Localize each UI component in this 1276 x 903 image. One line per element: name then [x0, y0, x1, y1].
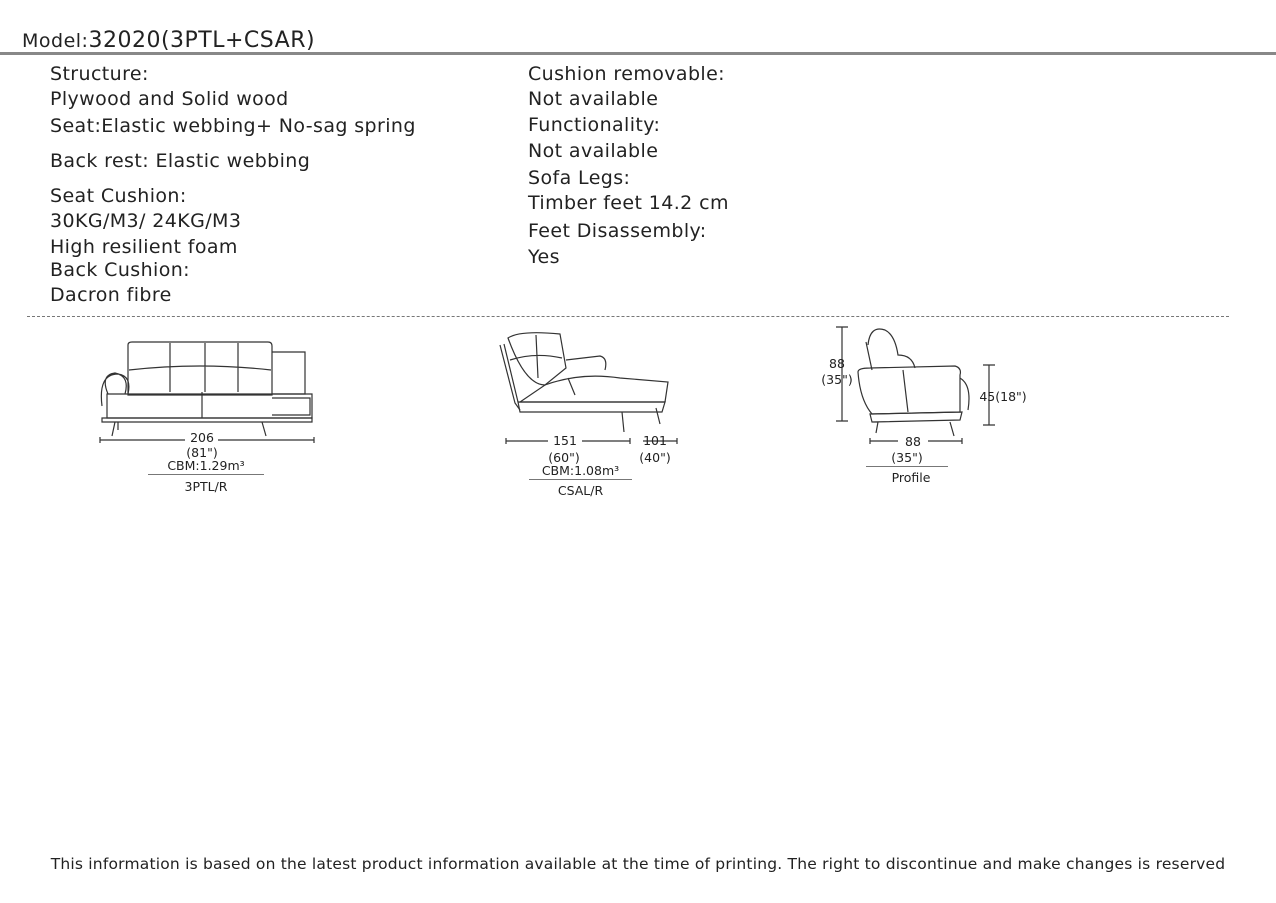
profile-depth-inches: (35") [866, 451, 948, 467]
header-rule [0, 52, 1276, 55]
chaise-name: CSAL/R [557, 483, 604, 498]
footer-disclaimer: This information is based on the latest … [50, 855, 1226, 873]
profile-drawing [836, 326, 995, 444]
spec-functionality-label: Functionality: [528, 114, 661, 136]
spec-back-cushion-label: Back Cushion: [50, 259, 190, 281]
spec-back-cushion-value: Dacron fibre [50, 284, 172, 306]
chaise-depth: 101 [643, 433, 667, 448]
spec-feet-disassembly-label: Feet Disassembly: [528, 220, 707, 242]
profile-seat-height: 45(18") [979, 389, 1027, 404]
spec-cushion-removable-label: Cushion removable: [528, 63, 725, 85]
sofa-width-inches: (81") [186, 445, 218, 460]
profile-depth: 88 [905, 434, 921, 449]
spec-cushion-removable-value: Not available [528, 88, 659, 110]
profile-height: 88 [829, 356, 845, 371]
spec-structure-value: Plywood and Solid wood [50, 88, 289, 110]
profile-name: Profile [891, 470, 931, 485]
spec-seat: Seat:Elastic webbing+ No-sag spring [50, 115, 416, 137]
spec-seat-cushion-foam: High resilient foam [50, 236, 238, 258]
sofa-name: 3PTL/R [184, 479, 228, 494]
chaise-cbm: CBM:1.08m³ [529, 464, 632, 480]
spec-structure-label: Structure: [50, 63, 149, 85]
spec-feet-disassembly-value: Yes [528, 246, 560, 268]
sofa-3ptl-drawing [99, 341, 315, 443]
spec-back-rest: Back rest: Elastic webbing [50, 150, 311, 172]
chaise-csal-drawing [499, 332, 678, 444]
chaise-depth-inches: (40") [639, 450, 671, 465]
chaise-width: 151 [553, 433, 577, 448]
chaise-width-inches: (60") [548, 450, 580, 465]
spec-legs-value: Timber feet 14.2 cm [528, 192, 729, 214]
model-title: Model:32020(3PTL+CSAR) [22, 28, 316, 53]
sofa-cbm: CBM:1.29m³ [148, 459, 264, 475]
spec-functionality-value: Not available [528, 140, 659, 162]
spec-seat-cushion-density: 30KG/M3/ 24KG/M3 [50, 210, 242, 232]
spec-legs-label: Sofa Legs: [528, 167, 631, 189]
spec-seat-cushion-label: Seat Cushion: [50, 185, 187, 207]
dashed-divider [27, 316, 1229, 317]
sofa-width: 206 [190, 430, 214, 445]
profile-height-inches: (35") [821, 372, 853, 387]
